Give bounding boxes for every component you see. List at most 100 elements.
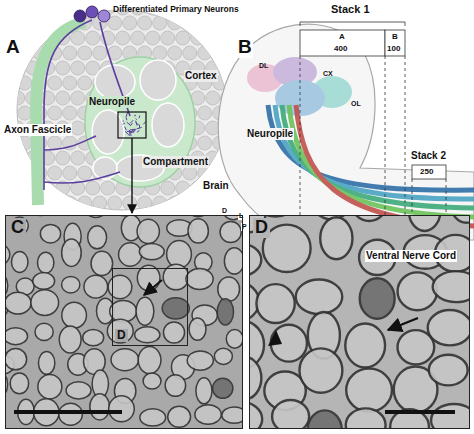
cortex-cell	[168, 16, 182, 30]
cortex-cell	[228, 196, 242, 210]
em-profile	[59, 403, 83, 425]
part-label: Compartment	[142, 156, 209, 168]
em-profile	[37, 252, 53, 273]
cortex-cell	[153, 46, 167, 60]
em-profile	[308, 410, 342, 429]
em-annotations	[14, 280, 455, 414]
em-profile	[11, 252, 28, 273]
em-profile	[195, 405, 221, 424]
cortex-cell	[161, 181, 175, 195]
cortex-cell	[11, 181, 25, 195]
em-profile	[186, 269, 213, 290]
part-label: Axon Fascicle	[3, 124, 72, 136]
arbor-branch	[123, 123, 125, 124]
cortex-cell	[116, 31, 130, 45]
cortex-cell	[71, 151, 85, 165]
part-label: CX	[322, 70, 334, 78]
part-label: 100	[386, 44, 401, 53]
em-profile	[38, 352, 54, 375]
em-profile	[137, 265, 160, 290]
em-profile	[35, 323, 53, 340]
em-profile	[296, 280, 342, 315]
em-profile	[5, 348, 27, 369]
arbor-branch	[125, 127, 127, 131]
arbor-branch	[136, 118, 137, 120]
em-profile	[346, 408, 386, 429]
cns-cross-section	[11, 1, 242, 213]
cortex-cells	[11, 1, 242, 210]
cortex-cell	[123, 196, 137, 210]
cortex-cell	[18, 136, 32, 150]
em-profile	[109, 396, 135, 422]
cortex-cell	[228, 16, 242, 30]
cortex-cell	[198, 46, 212, 60]
part-label: Ventral Nerve Cord	[365, 250, 457, 262]
cortex-cell	[48, 196, 62, 210]
part-label: B	[391, 32, 399, 41]
cortex-cell	[206, 91, 220, 105]
em-profile	[135, 327, 160, 343]
part-label: Neuropile	[88, 96, 136, 108]
cortex-cell	[213, 16, 227, 30]
arbor-branch	[137, 131, 139, 133]
em-profile	[168, 406, 191, 427]
em-profile	[249, 356, 261, 399]
cortex-cell	[198, 196, 212, 210]
arbor-branch	[130, 129, 134, 133]
cortex-outline	[17, 10, 227, 210]
em-profile	[5, 328, 28, 345]
arbor-branch	[137, 127, 142, 128]
cortex-cell	[41, 1, 55, 15]
arbor-branch	[139, 116, 141, 119]
em-profile	[429, 355, 468, 386]
cortex-cell	[18, 196, 32, 210]
cortex-cell	[56, 61, 70, 75]
em-profile	[249, 402, 262, 429]
cortex-cell	[63, 106, 77, 120]
arbor-branch	[126, 117, 128, 120]
cortex-cell	[161, 31, 175, 45]
cortex-cell	[26, 31, 40, 45]
cortex-cell	[18, 106, 32, 120]
cortex-cell	[56, 91, 70, 105]
em-profile	[451, 215, 470, 223]
cortex-cell	[198, 16, 212, 30]
cortex-cell	[18, 76, 32, 90]
em-profile	[256, 284, 294, 323]
em-profile	[213, 378, 233, 398]
cortex-cell	[71, 121, 85, 135]
cortex-cell	[71, 91, 85, 105]
em-profile	[346, 369, 392, 412]
cortex-cell	[78, 46, 92, 60]
em-profile	[162, 298, 189, 319]
em-profile	[91, 251, 113, 275]
em-profile	[136, 297, 154, 325]
part-label: D	[221, 207, 228, 215]
em-profile	[398, 272, 437, 310]
em-profile	[33, 273, 55, 290]
neuron-somata	[74, 6, 110, 22]
part-label: A	[338, 32, 346, 41]
em-profile	[59, 326, 81, 353]
em-profile	[272, 400, 309, 429]
neuropile-lobes	[247, 57, 352, 116]
cortex-cell	[48, 76, 62, 90]
em-profile	[299, 348, 342, 392]
arbor-branch	[134, 115, 136, 116]
em-profile	[345, 324, 385, 368]
panel-letter: B	[237, 36, 253, 58]
axon-tracts	[268, 105, 474, 226]
cortex-cell	[153, 196, 167, 210]
arbor-branch	[129, 134, 132, 135]
em-profile	[31, 290, 59, 316]
em-profile	[62, 302, 87, 328]
em-profile	[431, 404, 470, 429]
cortex-cell	[101, 181, 115, 195]
cortex-cell	[86, 181, 100, 195]
em-profile	[111, 349, 139, 371]
em-profile	[62, 239, 82, 266]
part-label: OL	[350, 100, 362, 108]
cortex-cell	[86, 31, 100, 45]
